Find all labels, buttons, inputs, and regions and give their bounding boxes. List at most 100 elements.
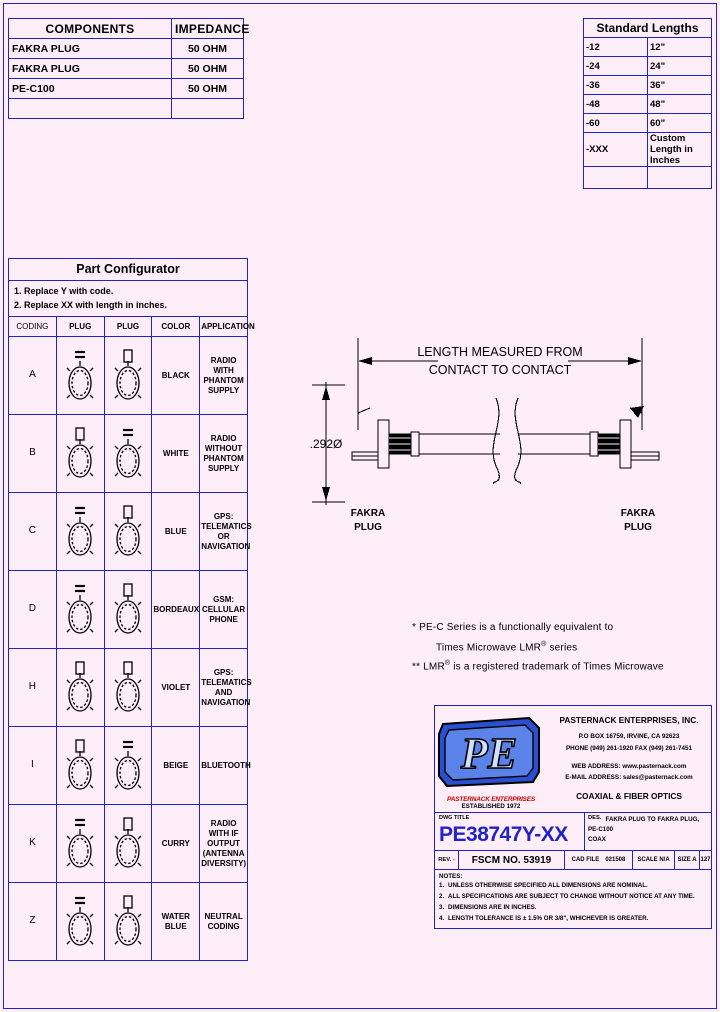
note-number: 4. — [439, 914, 445, 922]
standard-lengths-table: Standard Lengths -12 12" -24 24" -36 36"… — [583, 18, 712, 189]
configurator-color: WHITE — [151, 414, 201, 493]
company-logo: PE PASTERNACK ENTERPRISES ESTABLISHED 19… — [435, 706, 547, 812]
note-item: 3.DIMENSIONS ARE IN INCHES. — [439, 903, 707, 914]
note-text: ALL SPECIFICATIONS ARE SUBJECT TO CHANGE… — [448, 892, 695, 900]
plug-left-icon — [55, 414, 105, 493]
configurator-code: A — [8, 336, 57, 415]
length-code: -12 — [583, 37, 648, 57]
length-value: Custom Length in Inches — [647, 132, 712, 167]
company-tagline: COAXIAL & FIBER OPTICS — [576, 790, 682, 801]
rule-replace-y: 1. Replace Y with code. — [14, 286, 114, 296]
footnotes-block: * PE-C Series is a functionally equivale… — [412, 618, 712, 677]
footnote-line-3: ** LMR® is a registered trademark of Tim… — [412, 657, 712, 677]
length-code: -60 — [583, 113, 648, 133]
part-configurator-rules: 1. Replace Y with code. 2. Replace XX wi… — [8, 280, 248, 317]
configurator-application: GPS: TELEMATICS AND NAVIGATION — [199, 648, 252, 727]
table-row — [583, 166, 712, 189]
length-value — [647, 166, 712, 189]
length-note-line1: LENGTH MEASURED FROM — [417, 345, 582, 359]
col-header-application: APPLICATION — [199, 316, 255, 337]
table-row: PE-C100 50 OHM — [8, 78, 244, 99]
configurator-color: BLUE — [151, 492, 201, 571]
plug-left-icon — [55, 336, 105, 415]
table-row: FAKRA PLUG 50 OHM — [8, 58, 244, 79]
dwg-title-label: DWG TITLE — [439, 815, 470, 821]
logo-established: ESTABLISHED 1972 — [461, 803, 521, 810]
component-impedance — [171, 98, 244, 119]
notes-list: 1.UNLESS OTHERWISE SPECIFIED ALL DIMENSI… — [439, 881, 707, 924]
part-number: PE38747Y-XX — [439, 823, 568, 846]
component-impedance: 50 OHM — [171, 38, 244, 59]
configurator-color: VIOLET — [151, 648, 201, 727]
col-header-coding: CODING — [8, 316, 57, 337]
cad-file-cell: CAD FILE 021508 — [565, 851, 633, 869]
col-header-color: COLOR — [151, 316, 201, 337]
cad-file-value: 021508 — [605, 857, 626, 863]
left-connector-label-line1: FAKRA — [351, 508, 385, 519]
diameter-dimension-label: .292Ø — [310, 437, 343, 451]
plug-left-icon — [55, 648, 105, 727]
notes-header: NOTES: — [439, 873, 463, 880]
note-item: 1.UNLESS OTHERWISE SPECIFIED ALL DIMENSI… — [439, 881, 707, 892]
plug-right-icon — [103, 804, 153, 883]
drawing-title-row: DWG TITLE PE38747Y-XX DES. FAKRA PLUG TO… — [435, 813, 711, 851]
standard-lengths-title: Standard Lengths — [583, 18, 712, 38]
length-code: -XXX — [583, 132, 648, 167]
note-item: 2.ALL SPECIFICATIONS ARE SUBJECT TO CHAN… — [439, 892, 707, 903]
length-value: 12" — [647, 37, 712, 57]
note-text: LENGTH TOLERANCE IS ± 1.5% OR 3/8", WHIC… — [448, 914, 649, 922]
component-impedance: 50 OHM — [171, 58, 244, 79]
table-row: -24 24" — [583, 56, 712, 76]
part-configurator-table: Part Configurator 1. Replace Y with code… — [8, 258, 255, 961]
plug-right-icon — [103, 336, 153, 415]
configurator-application: RADIO WITH PHANTOM SUPPLY — [199, 336, 248, 415]
company-name: PASTERNACK ENTERPRISES, INC. — [559, 715, 699, 725]
table-row: -48 48" — [583, 94, 712, 114]
plug-right-icon — [103, 492, 153, 571]
description-text: FAKRA PLUG TO FAKRA PLUG, PE-C100 COAX — [588, 816, 700, 843]
configurator-application: RADIO WITH IF OUTPUT (ANTENNA DIVERSITY) — [199, 804, 248, 883]
col-header-plug-left: PLUG — [55, 316, 105, 337]
footnote-line-3-prefix: ** LMR — [412, 661, 445, 673]
cad-file-label: CAD FILE — [571, 857, 600, 863]
table-header-row: Standard Lengths — [583, 18, 712, 38]
part-configurator-title: Part Configurator — [8, 258, 248, 281]
configurator-color: CURRY — [151, 804, 201, 883]
configurator-color: BEIGE — [151, 726, 201, 805]
component-name — [8, 98, 172, 119]
notes-block: NOTES: 1.UNLESS OTHERWISE SPECIFIED ALL … — [435, 870, 711, 928]
footnote-line-3-suffix: is a registered trademark of Times Micro… — [450, 661, 664, 673]
configurator-application: GSM: CELLULAR PHONE — [199, 570, 248, 649]
drawing-meta-row: REV. - FSCM NO. 53919 CAD FILE 021508 SC… — [435, 851, 711, 870]
length-value: 24" — [647, 56, 712, 76]
component-name: FAKRA PLUG — [8, 38, 172, 59]
length-code: -36 — [583, 75, 648, 95]
length-note-line2: CONTACT TO CONTACT — [429, 363, 572, 377]
note-number: 1. — [439, 882, 445, 889]
company-web: WEB ADDRESS: www.pasternack.com — [571, 762, 687, 770]
length-value: 36" — [647, 75, 712, 95]
left-connector-label-line2: PLUG — [354, 522, 382, 533]
table-row: -36 36" — [583, 75, 712, 95]
fscm-cell: FSCM NO. 53919 — [459, 851, 565, 869]
pe-logo-icon: PE — [437, 710, 545, 798]
pe-logo-text: PE — [460, 729, 517, 778]
right-connector-label-line2: PLUG — [624, 522, 652, 533]
components-table: COMPONENTS IMPEDANCE FAKRA PLUG 50 OHM F… — [8, 18, 249, 119]
des-label: DES. — [588, 815, 602, 821]
drawing-title-cell: DWG TITLE PE38747Y-XX — [435, 813, 585, 850]
configurator-code: B — [8, 414, 57, 493]
company-email: E-MAIL ADDRESS: sales@pasternack.com — [565, 774, 693, 782]
table-header-row: COMPONENTS IMPEDANCE — [8, 18, 249, 39]
company-address: P.O BOX 16759, IRVINE, CA 92623 — [578, 733, 680, 741]
component-name: FAKRA PLUG — [8, 58, 172, 79]
company-phone: PHONE (949) 261-1920 FAX (949) 261-7451 — [565, 744, 692, 752]
title-block-header: PE PASTERNACK ENTERPRISES ESTABLISHED 19… — [435, 706, 711, 813]
configurator-application: NEUTRAL CODING — [199, 882, 248, 961]
